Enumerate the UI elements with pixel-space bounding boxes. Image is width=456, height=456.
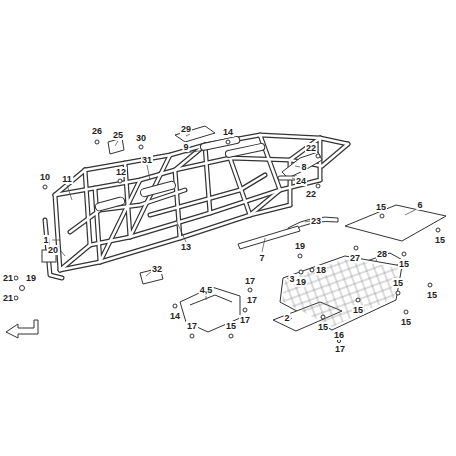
callout-number: 2 <box>283 313 290 323</box>
callout-number: 15 <box>225 321 237 331</box>
callout-number: 31 <box>141 155 153 165</box>
callout-number: 22 <box>305 189 317 199</box>
callout-number: 23 <box>310 216 322 226</box>
callout-number: 22 <box>305 143 317 153</box>
callout-number: 8 <box>300 162 307 172</box>
callout-number: 6 <box>416 200 423 210</box>
callout-number: 15 <box>426 290 438 300</box>
callout-number: 1 <box>42 235 49 245</box>
callout-number: 15 <box>434 235 446 245</box>
callout-number: 19 <box>295 277 307 287</box>
callout-number: 17 <box>334 344 346 354</box>
callout-number: 27 <box>349 253 361 263</box>
callout-number: 32 <box>151 264 163 274</box>
callout-number: 17 <box>244 276 256 286</box>
callout-number: 24 <box>295 176 307 186</box>
callout-number: 15 <box>400 317 412 327</box>
callout-number: 17 <box>186 321 198 331</box>
callout-number: 15 <box>392 278 404 288</box>
callout-number: 11 <box>61 174 73 184</box>
callout-number: 18 <box>315 265 327 275</box>
callout-number: 14 <box>222 127 234 137</box>
callout-number: 21 <box>2 293 14 303</box>
callout-number: 25 <box>112 130 124 140</box>
callout-number: 29 <box>180 124 192 134</box>
callout-number: 30 <box>135 133 147 143</box>
callout-number: 17 <box>246 295 258 305</box>
callout-number: 7 <box>258 253 265 263</box>
callout-number: 14 <box>169 311 181 321</box>
callout-number: 12 <box>115 167 127 177</box>
callout-number: 21 <box>2 273 14 283</box>
callout-number: 3 <box>288 274 295 284</box>
callout-number: 17 <box>239 315 251 325</box>
callout-number: 19 <box>294 241 306 251</box>
callout-number: 20 <box>47 245 59 255</box>
callout-number: 28 <box>376 249 388 259</box>
callout-number: 15 <box>398 259 410 269</box>
callout-number: 4,5 <box>199 285 214 295</box>
callout-number: 15 <box>375 202 387 212</box>
callout-number: 26 <box>91 126 103 136</box>
callout-number: 9 <box>182 142 189 152</box>
callout-number: 10 <box>39 172 51 182</box>
callout-number: 15 <box>317 322 329 332</box>
callout-number: 16 <box>333 330 345 340</box>
callout-number: 13 <box>180 242 192 252</box>
callout-number: 15 <box>352 305 364 315</box>
callout-number: 19 <box>25 273 37 283</box>
